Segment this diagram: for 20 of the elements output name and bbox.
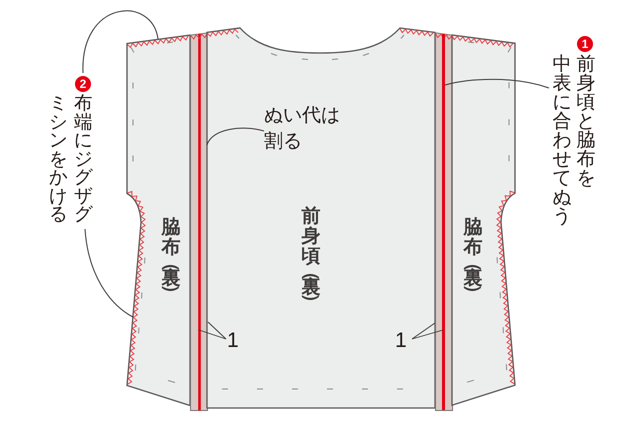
callout-text: 布端にジグザグミシンをかける	[48, 95, 94, 224]
piece-label: 前身頃（裏）	[300, 206, 322, 308]
seam-line	[442, 34, 445, 410]
dimension-number: 1	[395, 330, 407, 351]
leader-line	[444, 78, 550, 88]
seam-allowance	[190, 32, 208, 411]
leader-line	[82, 10, 158, 74]
leader-line	[206, 128, 264, 146]
dimension-number: 1	[227, 330, 239, 351]
piece-label: 脇布（裏）	[462, 216, 484, 299]
garment-piece	[451, 34, 516, 406]
leader-line	[84, 228, 134, 318]
callout-text: 前身頃と脇布を中表に合わせてぬう	[552, 55, 596, 226]
callout-text: ぬい代は割る	[264, 103, 341, 154]
seam-allowance	[434, 32, 452, 411]
number-badge: 2	[75, 76, 91, 92]
garment-piece	[206, 27, 436, 409]
number-badge: 1	[577, 36, 593, 52]
piece-label: 脇布（裏）	[160, 217, 182, 299]
garment-piece	[126, 34, 191, 406]
